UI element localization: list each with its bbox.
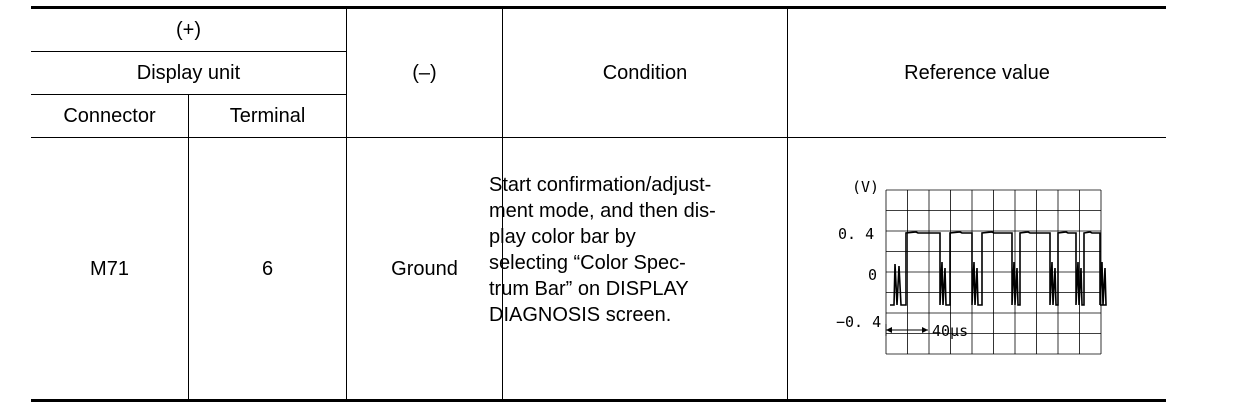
condition-line: DIAGNOSIS screen. — [489, 304, 672, 326]
divider-connector-terminal — [188, 94, 189, 399]
time-label: 40µs — [932, 322, 968, 340]
table-bottom-rule — [31, 399, 1166, 402]
header-display-unit: Display unit — [136, 62, 241, 84]
condition-line: ment mode, and then dis- — [489, 200, 716, 222]
row-minus: Ground — [391, 257, 458, 280]
y-label-low: −0. 4 — [836, 313, 881, 331]
header-connector: Connector — [63, 105, 156, 127]
y-label-high: 0. 4 — [838, 225, 874, 243]
condition-line: play color bar by — [489, 226, 636, 248]
scope-grid — [885, 189, 1102, 355]
header-bottom-rule — [31, 137, 1166, 138]
unit-label: (V) — [852, 178, 879, 196]
divider-minus-condition — [502, 9, 503, 399]
header-condition: Condition — [602, 62, 688, 84]
row-connector: M71 — [90, 257, 129, 280]
reference-waveform: (V) 0. 4 0 −0. 4 40µs — [820, 172, 1110, 372]
time-scale-marker — [885, 324, 928, 336]
condition-line: trum Bar” on DISPLAY — [489, 278, 689, 300]
reference-table: (+) Display unit Connector Terminal (–) … — [31, 6, 1166, 402]
table-top-rule — [31, 6, 1166, 9]
divider-terminal-minus — [346, 9, 347, 399]
row-terminal: 6 — [261, 257, 274, 280]
waveform-trace — [890, 231, 1107, 306]
rule-under-plus — [31, 51, 346, 52]
row-condition: Start confirmation/adjust- ment mode, an… — [489, 172, 759, 328]
header-terminal: Terminal — [229, 105, 306, 127]
y-label-zero: 0 — [868, 266, 877, 284]
header-reference-value: Reference value — [904, 62, 1050, 84]
header-minus: (–) — [412, 62, 437, 84]
condition-line: selecting “Color Spec- — [489, 252, 686, 274]
header-plus: (+) — [176, 19, 201, 41]
oscilloscope-graph: (V) 0. 4 0 −0. 4 40µs — [836, 178, 1107, 355]
condition-line: Start confirmation/adjust- — [489, 174, 712, 196]
divider-condition-reference — [787, 9, 788, 399]
